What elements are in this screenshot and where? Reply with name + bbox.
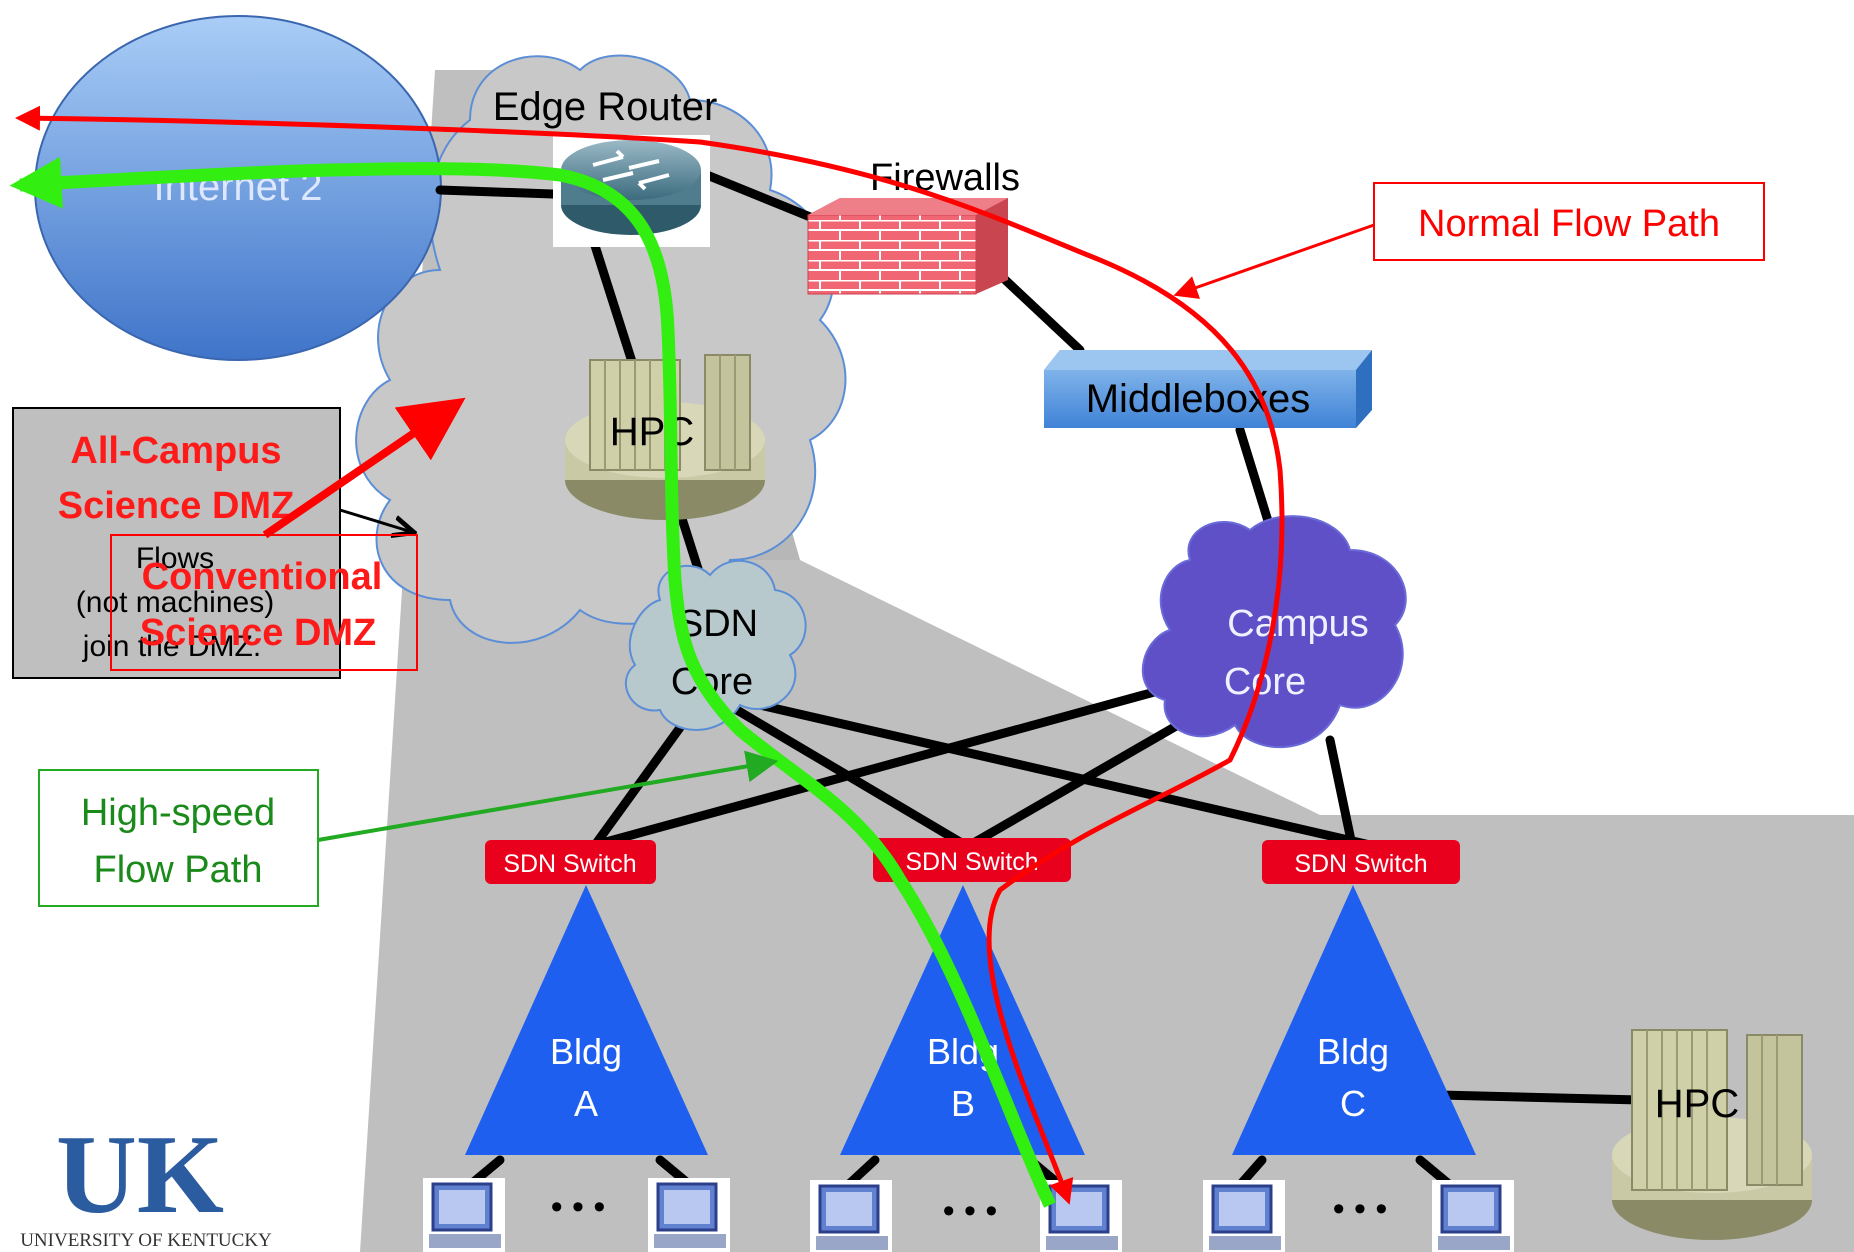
computer-icon — [810, 1180, 892, 1252]
hpc-top-label: HPC — [610, 410, 694, 454]
firewalls-label: Firewalls — [870, 157, 1020, 199]
all-campus-label-2: Science DMZ — [58, 485, 295, 527]
high-speed-flow-path — [9, 156, 1056, 1208]
high-speed-label-2: Flow Path — [94, 849, 263, 891]
hpc-right-label: HPC — [1655, 1082, 1739, 1126]
building-a-line1: Bldg — [550, 1031, 622, 1072]
conventional-dmz-box: Conventional Science DMZ — [110, 534, 418, 671]
middleboxes-box — [1044, 350, 1372, 428]
sdn-switch-c-label: SDN Switch — [1294, 850, 1427, 878]
flows-note-pointer — [339, 508, 412, 532]
hpc-right-icon — [1612, 1029, 1812, 1240]
computer-icon — [648, 1178, 730, 1252]
building-c: Bldg C — [1232, 885, 1476, 1155]
sdn-switch-a: SDN Switch — [485, 840, 656, 884]
building-b-line2: B — [951, 1083, 975, 1124]
sdn-switch-a-label: SDN Switch — [503, 850, 636, 878]
flows-note-2: (not machines) — [76, 586, 274, 619]
computer-icon — [1203, 1180, 1285, 1252]
ellipsis-c: • • • — [1333, 1190, 1388, 1228]
conventional-label-1: Conventional — [142, 556, 383, 598]
ellipsis-a: • • • — [551, 1188, 606, 1226]
all-campus-pointer — [262, 397, 466, 539]
high-speed-label-box: High-speed Flow Path — [38, 769, 319, 907]
campus-core-label-1: Campus — [1227, 603, 1369, 645]
ellipsis-b: • • • — [943, 1192, 998, 1230]
sdn-switch-c: SDN Switch — [1262, 840, 1460, 884]
normal-flow-path — [15, 105, 1285, 1205]
middleboxes-label: Middleboxes — [1086, 377, 1311, 421]
normal-flow-label: Normal Flow Path — [1418, 203, 1720, 245]
normal-flow-label-box: Normal Flow Path — [1373, 182, 1765, 261]
conventional-label-2: Science DMZ — [140, 612, 377, 654]
computer-icon — [423, 1178, 505, 1252]
uk-logo-letters: UK — [56, 1113, 224, 1237]
uk-logo: UK UNIVERSITY OF KENTUCKY — [20, 1113, 272, 1251]
building-a-line2: A — [574, 1083, 598, 1124]
edge-router-label: Edge Router — [493, 85, 718, 129]
high-speed-label-1: High-speed — [81, 792, 275, 834]
flows-note-1: Flows — [136, 542, 214, 575]
university-name: UNIVERSITY OF KENTUCKY — [20, 1230, 272, 1251]
all-campus-label-1: All-Campus — [70, 430, 281, 472]
sdn-switch-b-label: SDN Switch — [905, 848, 1038, 876]
router-icon — [553, 135, 710, 247]
high-speed-pointer — [317, 750, 779, 842]
computer-icon — [1432, 1180, 1514, 1252]
computer-icon — [1040, 1180, 1122, 1252]
normal-flow-pointer — [1173, 223, 1375, 299]
flows-note-box: Flows (not machines) join the DMZ. — [12, 407, 341, 679]
building-c-line2: C — [1340, 1083, 1366, 1124]
building-c-line1: Bldg — [1317, 1031, 1389, 1072]
